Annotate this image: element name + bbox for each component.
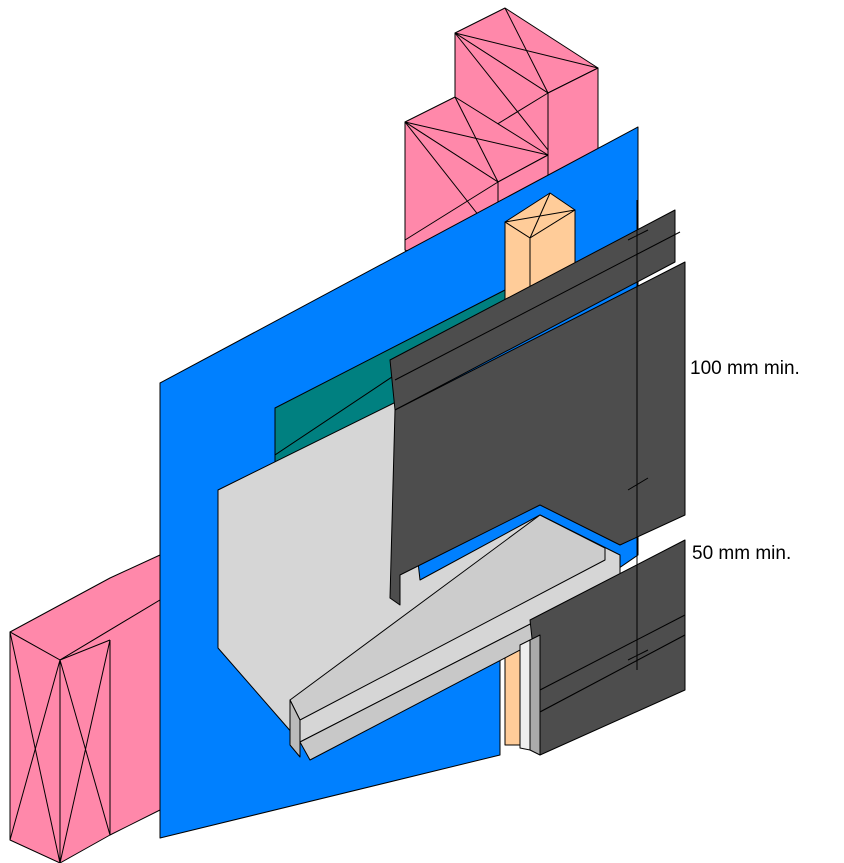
lower-strips (519, 634, 541, 756)
cladding-panels (389, 209, 686, 756)
dimension-label-100mm: 100 mm min. (690, 358, 800, 379)
dimension-lines (627, 200, 649, 670)
dimension-label-50mm: 50 mm min. (692, 543, 792, 564)
bottom-blocking (9, 554, 161, 863)
